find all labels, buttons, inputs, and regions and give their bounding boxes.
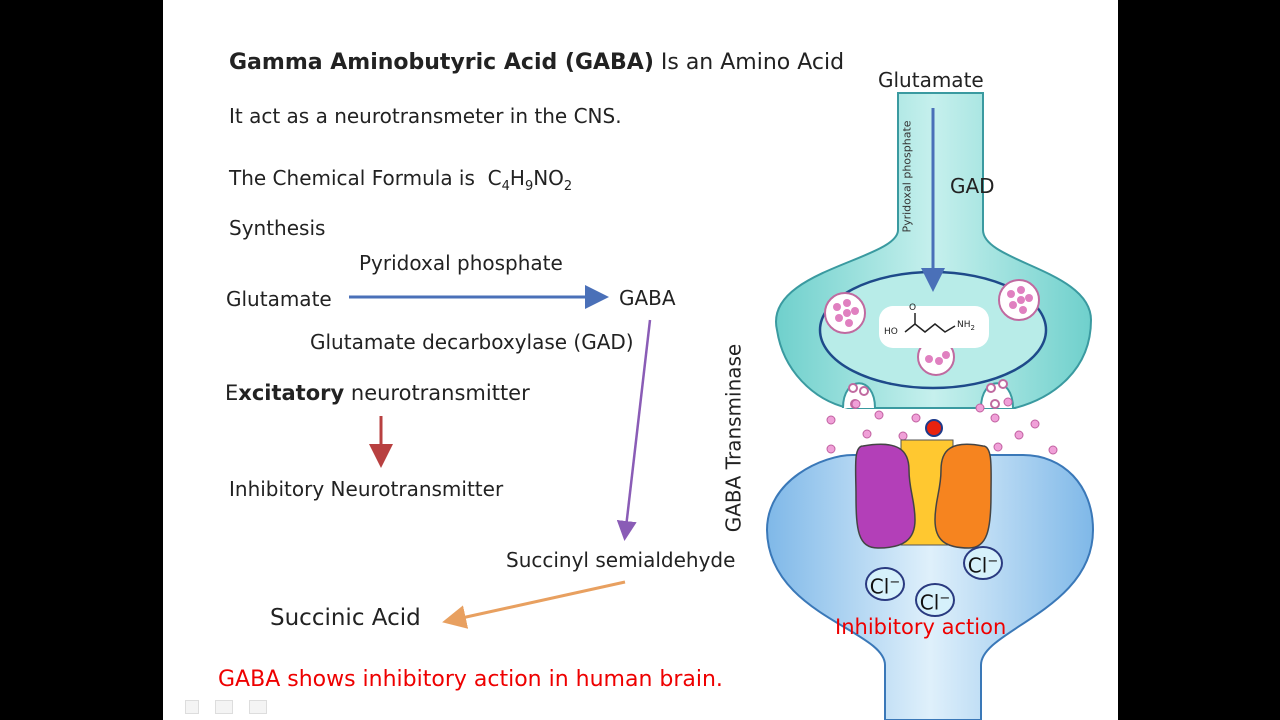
nav-pen-icon[interactable] [185, 700, 199, 714]
molecule-nh2: NH2 [957, 320, 975, 332]
receptor-subunit-orange [934, 443, 992, 549]
molecule-o: O [909, 303, 917, 313]
chloride-ion-3: Cl− [963, 546, 1003, 580]
chloride-ion-1: Cl− [865, 567, 905, 601]
excitatory-line: Excitatory neurotransmitter [225, 381, 530, 405]
chloride-3-label: Cl [967, 553, 988, 578]
chloride-2-label: Cl [919, 590, 940, 615]
formula-h-sub: 9 [524, 179, 534, 194]
arrow-succinyl-to-succinic [442, 580, 626, 629]
gaba-molecule-skeleton [904, 323, 956, 333]
vesicle-left [824, 292, 866, 334]
synaptic-cleft-gaba [826, 397, 1058, 455]
excitatory-x: x [238, 381, 252, 405]
pathway-gaba: GABA [619, 286, 676, 310]
molecule-ho: HO [884, 327, 898, 337]
formula-h: H [509, 166, 525, 190]
gaba-molecule-box [879, 306, 989, 348]
excitatory-rest: neurotransmitter [344, 381, 530, 405]
pathway-enzyme: Glutamate decarboxylase (GAD) [310, 330, 634, 354]
synapse-glutamate: Glutamate [878, 68, 984, 92]
vesicle-right [998, 279, 1040, 321]
synapse-gad: GAD [950, 174, 995, 198]
cns-line: It act as a neurotransmeter in the CNS. [229, 104, 622, 128]
nav-next-icon[interactable] [249, 700, 267, 714]
slide: Gamma Aminobutyric Acid (GABA) Is an Ami… [163, 0, 1118, 720]
pathway-cofactor: Pyridoxal phosphate [359, 251, 563, 275]
nav-menu-icon[interactable] [215, 700, 233, 714]
chloride-1-label: Cl [869, 574, 890, 599]
excitatory-bold: citatory [251, 381, 345, 405]
title-bold: Gamma Aminobutyric Acid (GABA) [229, 50, 654, 75]
inhibitory-nt: Inhibitory Neurotransmitter [229, 477, 504, 501]
bound-gaba [925, 419, 943, 437]
inhibitory-action: Inhibitory action [835, 615, 1007, 639]
formula-line: The Chemical Formula is C4H9NO2 [229, 166, 572, 194]
chloride-ion-2: Cl− [915, 583, 955, 617]
synapse-cofactor: Pyridoxal phosphate [900, 120, 914, 233]
pathway-glutamate: Glutamate [226, 287, 332, 311]
receptor-subunit-purple [854, 443, 916, 549]
formula-no-sub: 2 [563, 179, 573, 194]
molecule-nh2-sub: 2 [970, 323, 975, 332]
formula-c-sub: 4 [501, 179, 510, 194]
chloride-3-charge: − [987, 554, 999, 569]
molecule-nh2-text: NH [957, 320, 971, 330]
conclusion: GABA shows inhibitory action in human br… [218, 667, 723, 692]
chloride-1-charge: − [889, 575, 901, 590]
formula-label: The Chemical Formula is [229, 166, 475, 190]
synthesis-heading: Synthesis [229, 216, 326, 240]
formula-c: C [487, 166, 502, 190]
formula-no: NO [533, 166, 564, 190]
arrow-gaba-to-succinyl [616, 319, 652, 541]
excitatory-e: E [225, 381, 239, 405]
pathway-succinyl: Succinyl semialdehyde [506, 548, 736, 572]
diagram-graphics [349, 92, 1095, 720]
title-rest: Is an Amino Acid [653, 50, 845, 75]
slide-title: Gamma Aminobutyric Acid (GABA) Is an Ami… [229, 50, 844, 75]
pathway-succinic: Succinic Acid [270, 605, 421, 631]
chloride-2-charge: − [939, 591, 951, 606]
